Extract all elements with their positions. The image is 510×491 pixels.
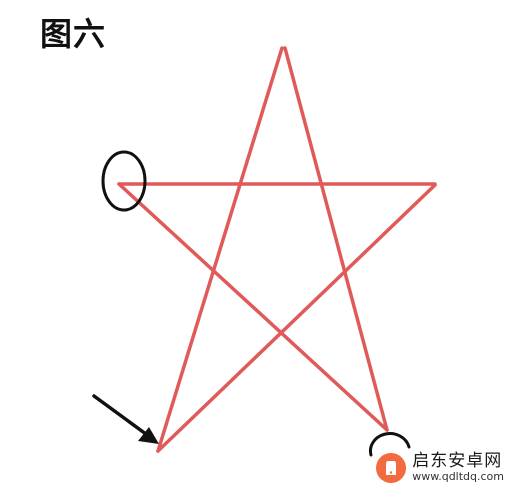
watermark-url: www.qdltdq.com xyxy=(412,470,504,484)
star-stroke-2 xyxy=(283,46,389,432)
watermark-logo-icon xyxy=(376,453,407,483)
star-strokes xyxy=(117,46,437,453)
watermark: 启东安卓网 www.qdltdq.com xyxy=(376,451,504,484)
star-stroke-1 xyxy=(117,182,389,432)
arrow-icon xyxy=(92,394,159,444)
start-circle-marker xyxy=(101,150,147,212)
watermark-title: 启东安卓网 xyxy=(412,451,503,472)
figure-label: 图六 xyxy=(40,15,107,53)
star-stroke-4 xyxy=(156,183,437,453)
end-partial-circle-marker xyxy=(369,432,411,457)
star-stroke-3 xyxy=(156,46,284,453)
